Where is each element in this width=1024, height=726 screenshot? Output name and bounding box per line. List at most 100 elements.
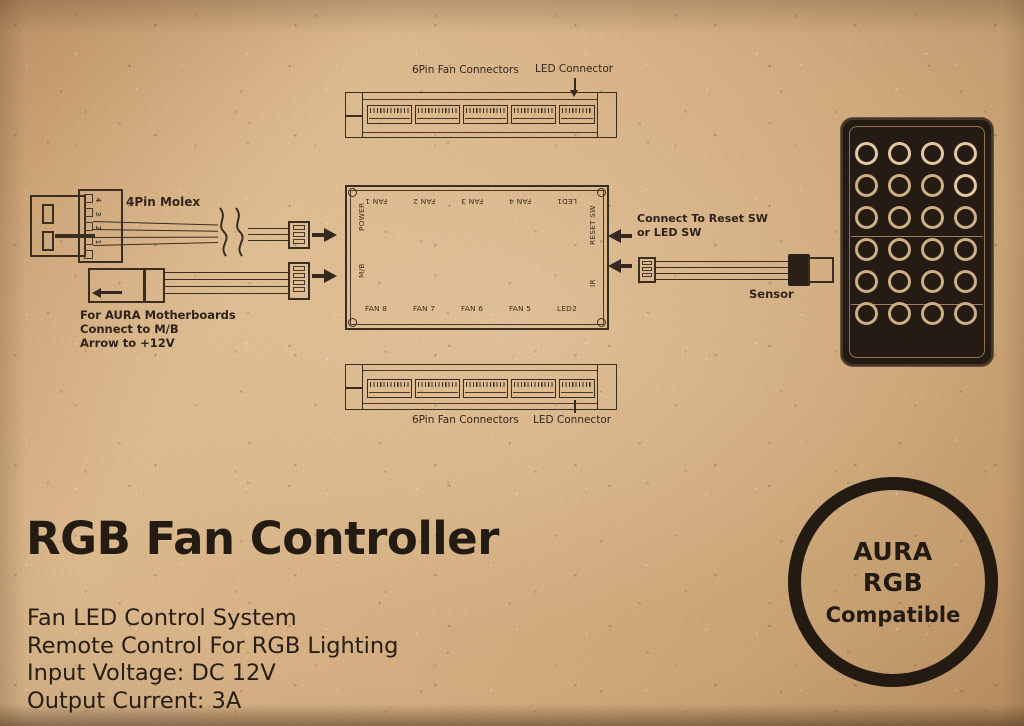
reset-sw-arrow-shaft bbox=[620, 234, 632, 238]
board-port-power: POWER bbox=[357, 202, 366, 231]
molex-pin-0 bbox=[84, 250, 93, 259]
remote-button-19[interactable] bbox=[921, 270, 944, 293]
board-port-ir: IR bbox=[588, 279, 597, 287]
sensor-plug-pin-3 bbox=[642, 273, 652, 277]
mb-plug-pin-1 bbox=[293, 266, 305, 271]
top-strip-rail-lower bbox=[363, 132, 597, 134]
spec-line-3: Input Voltage: DC 12V bbox=[27, 660, 276, 686]
reset-sw-arrow-head bbox=[608, 229, 621, 243]
board-port-fan-6: FAN 6 bbox=[461, 304, 484, 313]
power-wire-7 bbox=[248, 240, 290, 242]
bottom-strip-endcap-divider bbox=[345, 387, 363, 389]
mb-connector-head bbox=[143, 268, 165, 303]
remote-button-6[interactable] bbox=[888, 174, 911, 197]
mb-arrow-shaft bbox=[312, 274, 326, 278]
board-port-fan-2: FAN 2 bbox=[413, 197, 436, 206]
mb-arrow-head bbox=[324, 269, 337, 283]
molex-pin-slot-lower bbox=[42, 231, 54, 251]
remote-button-grid[interactable] bbox=[855, 142, 979, 325]
board-inner-outline bbox=[350, 190, 604, 325]
reset-sw-note-line-1: Connect To Reset SW bbox=[637, 212, 768, 225]
ir-arrow-shaft bbox=[620, 264, 632, 268]
board-port-fan-7: FAN 7 bbox=[413, 304, 436, 313]
sensor-plug-pin-1 bbox=[642, 261, 652, 265]
molex-pin-3 bbox=[84, 208, 93, 217]
page-title: RGB Fan Controller bbox=[26, 512, 499, 565]
remote-button-24[interactable] bbox=[954, 302, 977, 325]
connector-teeth bbox=[514, 108, 553, 113]
connector-teeth bbox=[466, 382, 505, 387]
reset-sw-note: Connect To Reset SW or LED SW bbox=[637, 212, 768, 240]
remote-button-1[interactable] bbox=[855, 142, 878, 165]
molex-thick-lead bbox=[55, 234, 95, 238]
remote-button-5[interactable] bbox=[855, 174, 878, 197]
remote-button-12[interactable] bbox=[954, 206, 977, 229]
remote-button-3[interactable] bbox=[921, 142, 944, 165]
mb-wire-2 bbox=[164, 279, 290, 281]
top-strip-led-label: LED Connector bbox=[535, 63, 614, 75]
board-port-fan-5: FAN 5 bbox=[509, 304, 532, 313]
motherboard-note-line-1: For AURA Motherboards bbox=[80, 308, 236, 322]
remote-button-9[interactable] bbox=[855, 206, 878, 229]
top-fan-connector-2 bbox=[415, 105, 460, 124]
connector-base bbox=[513, 391, 554, 396]
remote-separator-upper bbox=[851, 236, 983, 237]
power-plug-pin-1 bbox=[293, 225, 305, 230]
top-fan-connector-4 bbox=[511, 105, 556, 124]
power-plug-pin-2 bbox=[293, 232, 305, 237]
remote-button-7[interactable] bbox=[921, 174, 944, 197]
remote-control[interactable] bbox=[841, 118, 993, 366]
connector-base bbox=[561, 391, 593, 396]
top-strip-fan-label: 6Pin Fan Connectors bbox=[412, 64, 519, 76]
top-strip-endcap-divider bbox=[345, 115, 363, 117]
mb-wire-4 bbox=[164, 293, 290, 295]
badge-line-aura: AURA bbox=[853, 537, 933, 566]
bottom-strip-led-label: LED Connector bbox=[533, 414, 612, 426]
reset-sw-note-line-2: or LED SW bbox=[637, 226, 702, 239]
aura-rgb-compatible-badge: AURA RGB Compatible bbox=[788, 477, 998, 687]
remote-button-16[interactable] bbox=[954, 238, 977, 261]
board-mount-hole-tr bbox=[597, 188, 606, 197]
molex-label: 4Pin Molex bbox=[126, 195, 201, 209]
bottom-strip-rail-upper bbox=[363, 370, 597, 372]
remote-button-20[interactable] bbox=[954, 270, 977, 293]
remote-button-22[interactable] bbox=[888, 302, 911, 325]
connector-base bbox=[369, 117, 410, 122]
remote-button-10[interactable] bbox=[888, 206, 911, 229]
remote-button-14[interactable] bbox=[888, 238, 911, 261]
remote-button-2[interactable] bbox=[888, 142, 911, 165]
mb-wire-3 bbox=[164, 286, 290, 288]
board-port-led-2: LED2 bbox=[557, 304, 577, 313]
remote-button-18[interactable] bbox=[888, 270, 911, 293]
top-led-arrow-shaft bbox=[574, 78, 576, 92]
molex-pin-number-3: 3 bbox=[94, 211, 103, 217]
remote-button-17[interactable] bbox=[855, 270, 878, 293]
remote-bezel bbox=[849, 126, 985, 358]
remote-button-13[interactable] bbox=[855, 238, 878, 261]
remote-button-8[interactable] bbox=[954, 174, 977, 197]
spec-line-2: Remote Control For RGB Lighting bbox=[27, 632, 399, 659]
motherboard-note-line-3: Arrow to +12V bbox=[80, 336, 175, 350]
bottom-fan-connector-1 bbox=[367, 379, 412, 398]
ir-arrow-head bbox=[608, 259, 621, 273]
remote-button-11[interactable] bbox=[921, 206, 944, 229]
bottom-fan-connector-2 bbox=[415, 379, 460, 398]
board-port-mb: M/B bbox=[357, 263, 366, 278]
remote-button-4[interactable] bbox=[954, 142, 977, 165]
sensor-wire-3 bbox=[656, 273, 791, 275]
mb-plug-pin-3 bbox=[293, 280, 305, 285]
mb-plug-pin-2 bbox=[293, 273, 305, 278]
board-port-fan-1: FAN 1 bbox=[365, 197, 388, 206]
remote-button-21[interactable] bbox=[855, 302, 878, 325]
remote-button-15[interactable] bbox=[921, 238, 944, 261]
connector-teeth bbox=[370, 382, 409, 387]
remote-button-23[interactable] bbox=[921, 302, 944, 325]
mb-wire-1 bbox=[164, 272, 290, 274]
power-plug-pin-3 bbox=[293, 239, 305, 244]
sensor-plug-housing bbox=[638, 257, 656, 283]
molex-pin-number-4: 4 bbox=[94, 197, 103, 203]
top-led-connector bbox=[559, 105, 595, 124]
sensor-ir-receiver bbox=[788, 254, 810, 286]
molex-pin-2 bbox=[84, 222, 93, 231]
